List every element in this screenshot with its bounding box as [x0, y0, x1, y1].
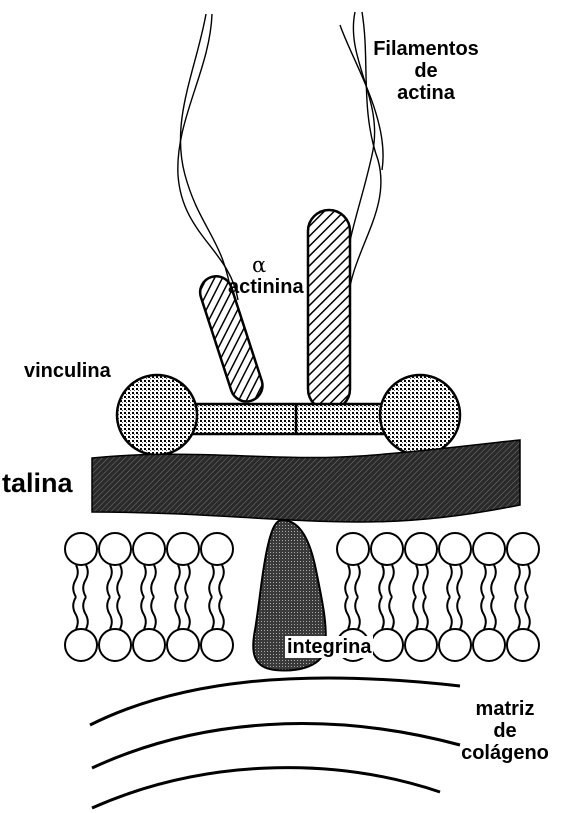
lipid-tail-upper — [413, 565, 428, 597]
lipid-head-upper — [507, 533, 539, 565]
lipid-tail-lower — [413, 597, 428, 629]
lipid-head-lower — [439, 629, 471, 661]
label-matriz-line-2: de — [444, 720, 566, 742]
lipid-tail-lower — [141, 597, 156, 629]
lipid-tail-lower — [379, 597, 394, 629]
lipid-tail-lower — [515, 597, 530, 629]
lipid-head-lower — [99, 629, 131, 661]
lipid-tail-upper — [209, 565, 224, 597]
lipid-head-lower — [201, 629, 233, 661]
actin-filaments-left — [178, 14, 238, 300]
lipid-tail-upper — [481, 565, 496, 597]
label-matriz-line-1: matriz — [444, 698, 566, 720]
lipid-tail-upper — [107, 565, 122, 597]
label-filamentos-de-actina: Filamentos de actina — [366, 38, 486, 104]
lipid-tail-upper — [141, 565, 156, 597]
lipid-head-lower — [65, 629, 97, 661]
label-matriz-line-3: colágeno — [444, 742, 566, 764]
lipid-tail-upper — [447, 565, 462, 597]
lipid-head-lower — [167, 629, 199, 661]
lipid-tail-upper — [379, 565, 394, 597]
lipid-tail-lower — [447, 597, 462, 629]
lipid-head-upper — [133, 533, 165, 565]
lipid-head-upper — [439, 533, 471, 565]
lipid-tail-upper — [345, 565, 360, 597]
lipid-tail-upper — [175, 565, 190, 597]
lipid-head-lower — [371, 629, 403, 661]
alpha-actinin-right — [308, 210, 350, 410]
vinculin — [117, 375, 460, 455]
lipid-head-lower — [473, 629, 505, 661]
lipid-head-upper — [167, 533, 199, 565]
lipid-tail-lower — [73, 597, 88, 629]
label-alpha-symbol: α — [252, 254, 266, 276]
lipid-tail-lower — [481, 597, 496, 629]
lipid-tail-lower — [209, 597, 224, 629]
label-vinculina: vinculina — [24, 360, 111, 382]
lipid-tail-lower — [107, 597, 122, 629]
label-filamentos-line-2: de — [366, 60, 486, 82]
collagen-matrix — [90, 678, 460, 808]
lipid-head-upper — [405, 533, 437, 565]
label-talina: talina — [2, 468, 73, 498]
lipid-tail-lower — [175, 597, 190, 629]
label-filamentos-line-3: actina — [366, 82, 486, 104]
label-actinina: actinina — [228, 276, 304, 298]
lipid-tail-upper — [73, 565, 88, 597]
lipid-head-upper — [337, 533, 369, 565]
lipid-head-upper — [371, 533, 403, 565]
lipid-tail-lower — [345, 597, 360, 629]
lipid-head-upper — [473, 533, 505, 565]
lipid-head-lower — [133, 629, 165, 661]
lipid-head-lower — [507, 629, 539, 661]
lipid-head-upper — [201, 533, 233, 565]
lipid-head-lower — [405, 629, 437, 661]
lipid-head-upper — [99, 533, 131, 565]
lipid-head-upper — [65, 533, 97, 565]
label-integrina: integrina — [285, 636, 373, 658]
label-filamentos-line-1: Filamentos — [366, 38, 486, 60]
label-matriz-de-colageno: matriz de colágeno — [444, 698, 566, 764]
lipid-tail-upper — [515, 565, 530, 597]
